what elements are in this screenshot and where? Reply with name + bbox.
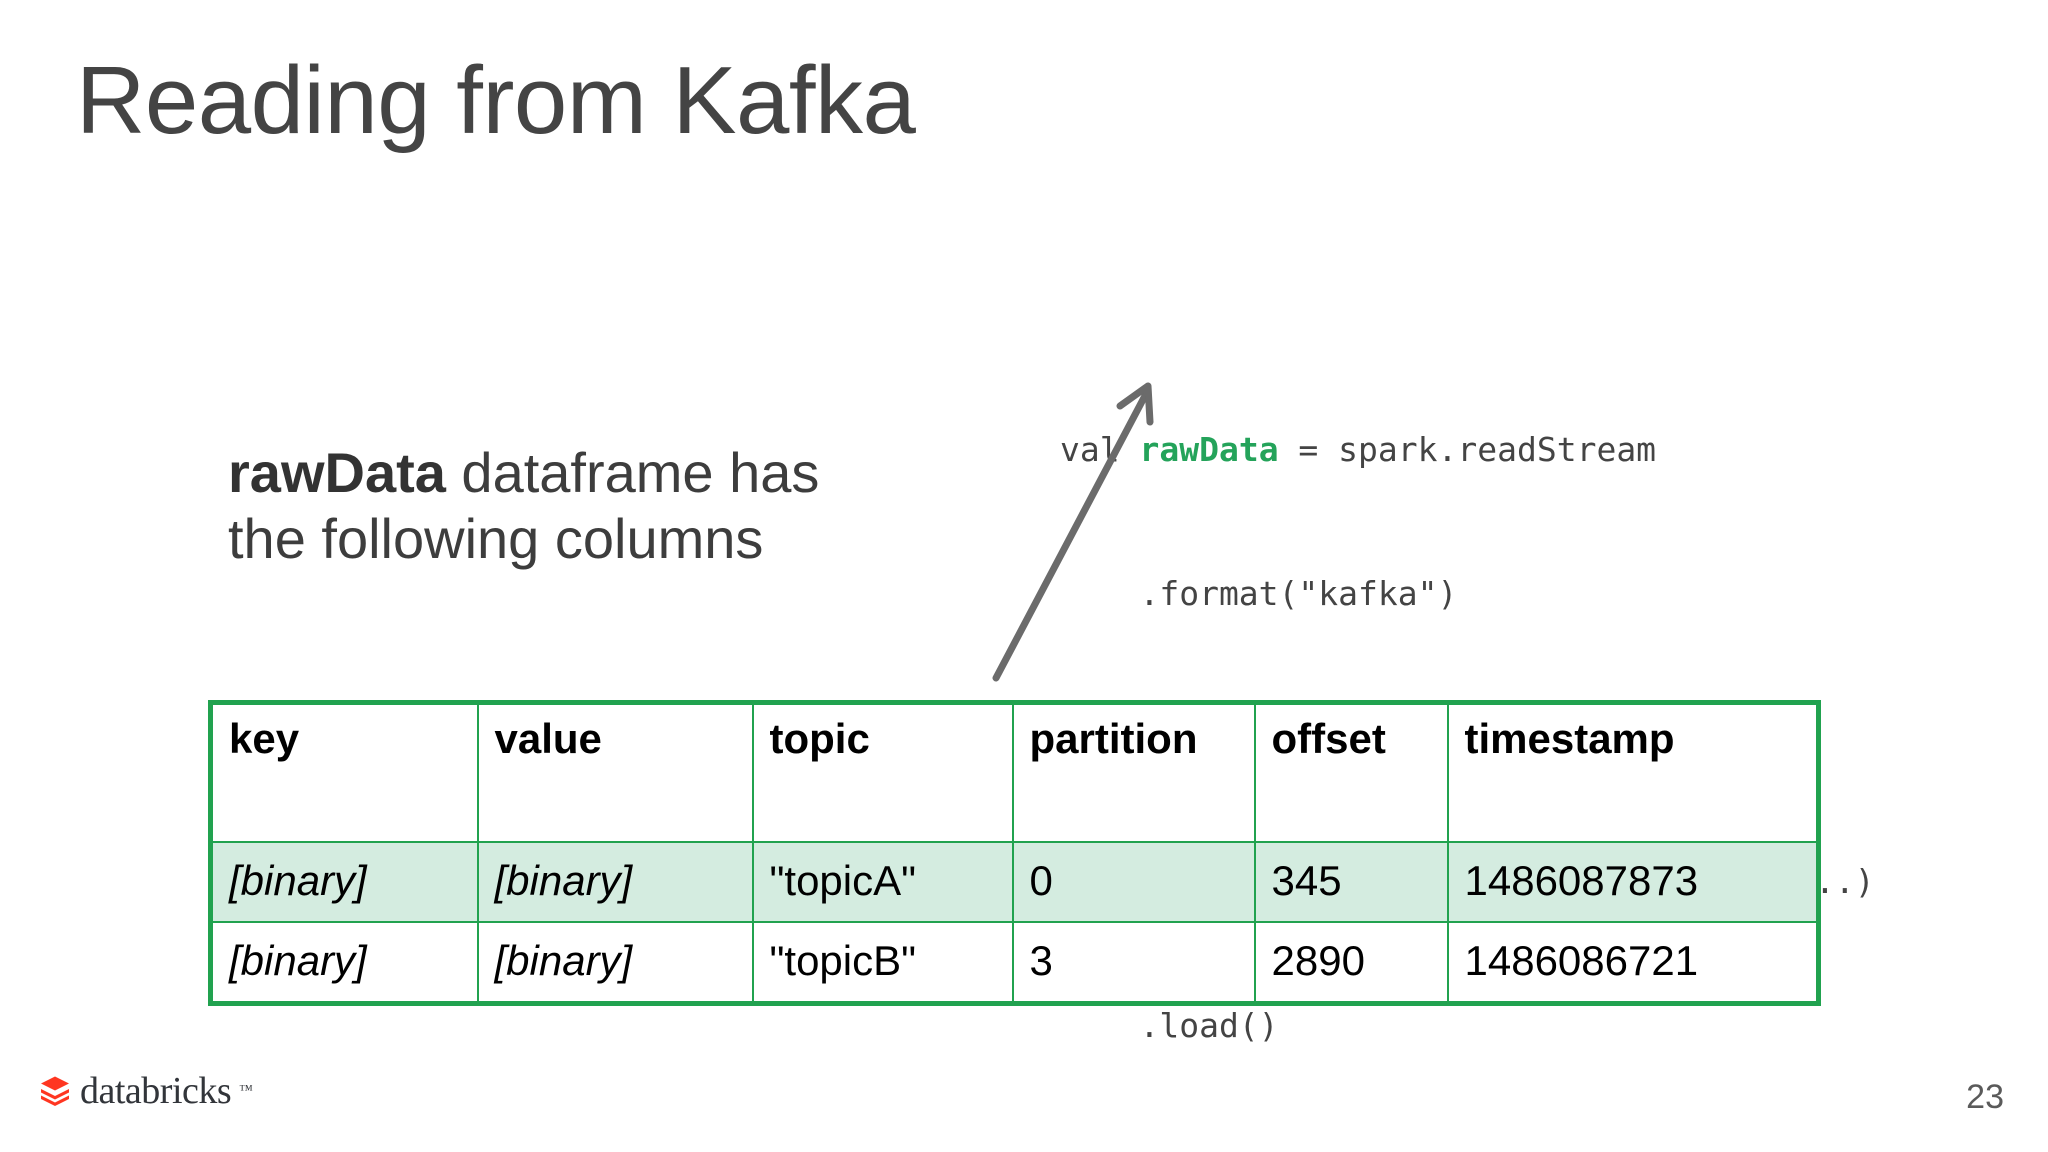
table-header-row: key value topic partition offset timesta…: [209, 701, 1820, 843]
databricks-logo: databricks ™: [38, 1072, 253, 1110]
code-line-1: val rawData = spark.readStream: [1060, 426, 1875, 474]
table-header-partition: partition: [1011, 701, 1256, 843]
cell-offset: 2890: [1253, 921, 1449, 1005]
databricks-wordmark: databricks: [80, 1070, 232, 1112]
cell-timestamp: 1486086721: [1446, 921, 1820, 1005]
cell-partition: 3: [1011, 921, 1256, 1005]
cell-value: [binary]: [476, 841, 754, 923]
body-description: rawData dataframe has the following colu…: [228, 440, 848, 572]
cell-key: [binary]: [209, 841, 479, 923]
cell-value: [binary]: [476, 921, 754, 1005]
table-header-key: key: [209, 701, 479, 843]
cell-offset: 345: [1253, 841, 1449, 923]
cell-topic: "topicA": [751, 841, 1014, 923]
code-line-1-suffix: = spark.readStream: [1278, 430, 1657, 469]
table-row: [binary] [binary] "topicB" 3 2890 148608…: [209, 921, 1820, 1005]
cell-key: [binary]: [209, 921, 479, 1005]
table-header-offset: offset: [1253, 701, 1449, 843]
code-line-5: .load(): [1060, 1006, 1279, 1045]
cell-partition: 0: [1011, 841, 1256, 923]
code-line-1-prefix: val: [1060, 430, 1140, 469]
code-line-2: .format("kafka"): [1060, 574, 1458, 613]
body-description-rest: dataframe has the following columns: [228, 441, 820, 571]
table-header-timestamp: timestamp: [1446, 701, 1820, 843]
page-number: 23: [1966, 1078, 2004, 1116]
code-line-1-identifier: rawData: [1139, 430, 1279, 469]
table-header-value: value: [476, 701, 754, 843]
table-header-topic: topic: [751, 701, 1014, 843]
table-row: [binary] [binary] "topicA" 0 345 1486087…: [209, 841, 1820, 923]
trademark-symbol: ™: [239, 1083, 253, 1098]
cell-topic: "topicB": [751, 921, 1014, 1005]
kafka-schema-table: key value topic partition offset timesta…: [208, 700, 1821, 1006]
columns-table: key value topic partition offset timesta…: [208, 700, 1821, 1006]
cell-timestamp: 1486087873: [1446, 841, 1820, 923]
page-title: Reading from Kafka: [76, 47, 916, 154]
databricks-mark-icon: [38, 1074, 72, 1108]
body-description-strong: rawData: [228, 441, 446, 504]
